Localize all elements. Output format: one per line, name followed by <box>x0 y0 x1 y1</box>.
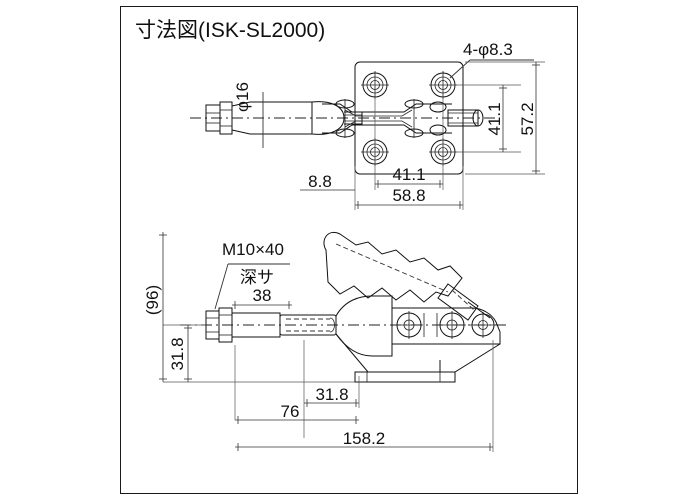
drawing-frame-border <box>120 6 578 494</box>
page-title: 寸法図(ISK-SL2000) <box>135 19 326 42</box>
